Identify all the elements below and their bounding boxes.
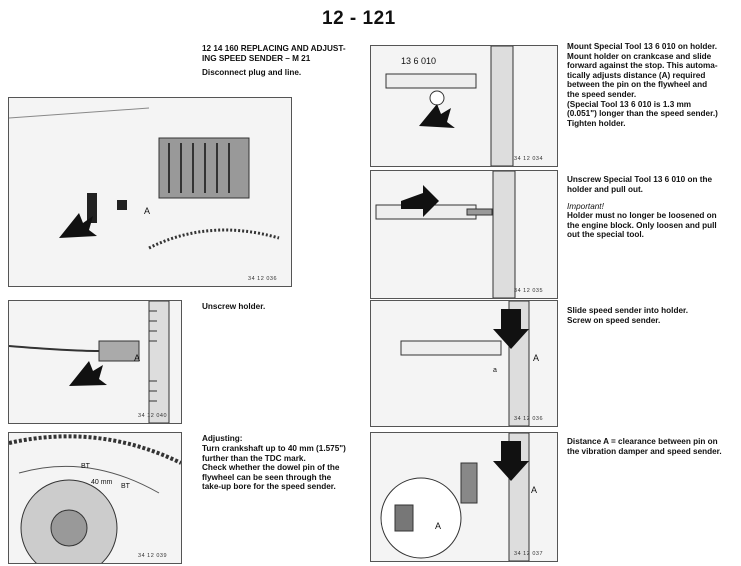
- figure-label: 40 mm: [91, 479, 113, 486]
- arrow-down-icon: [493, 441, 529, 481]
- arrow-icon: [401, 185, 439, 217]
- figure-distance-a: A A 34 12 037: [370, 432, 558, 562]
- step-distance-a: Distance A = clearance between pin on th…: [567, 437, 722, 456]
- figure-number: 34 12 034: [514, 156, 543, 162]
- step-unscrew-tool: Unscrew Special Tool 13 6 010 on the hol…: [567, 175, 712, 194]
- holder-illustration: [9, 301, 170, 423]
- page-title: 12 - 121: [322, 8, 396, 29]
- figure-label: A: [144, 206, 151, 216]
- figure-engine-overview: A 34 12 036: [8, 97, 292, 287]
- figure-mount-tool: 13 6 010 34 12 034: [370, 45, 558, 167]
- figure-slide-sender: A a 34 12 036: [370, 300, 558, 427]
- pulley-illustration: [9, 434, 181, 563]
- figure-label: A: [435, 521, 442, 531]
- step-disconnect: Disconnect plug and line.: [202, 68, 302, 77]
- figure-label: A: [533, 353, 540, 363]
- figure-label: A: [531, 485, 538, 495]
- figure-label: a: [493, 367, 497, 374]
- important-label-text: Important!: [567, 202, 604, 211]
- figure-number: 34 12 036: [514, 416, 543, 422]
- figure-crankshaft: BT 40 mm BT 34 12 039: [8, 432, 182, 564]
- distance-illustration: [380, 433, 530, 561]
- step-mount-tool: Mount Special Tool 13 6 010 on holder. M…: [567, 42, 718, 128]
- arrow-icon: [59, 213, 97, 238]
- figure-label: BT: [121, 483, 130, 490]
- figure-holder: A 34 12 040: [8, 300, 182, 424]
- figure-label: 13 6 010: [401, 56, 437, 66]
- arrow-down-icon: [493, 309, 529, 349]
- figure-number: 34 12 035: [514, 288, 543, 294]
- section-heading: 12 14 160 REPLACING AND ADJUST- ING SPEE…: [202, 44, 346, 63]
- engine-illustration: [9, 107, 280, 250]
- arrow-icon: [69, 361, 107, 386]
- step-adjusting-heading: Adjusting:: [202, 434, 243, 443]
- important-label: Important!: [567, 202, 604, 212]
- tool-illustration: [385, 46, 514, 166]
- figure-unscrew-tool: 34 12 035: [370, 170, 558, 299]
- figure-number: 34 12 036: [248, 276, 277, 282]
- important-text: Holder must no longer be loosened on the…: [567, 211, 717, 240]
- sender-illustration: [400, 301, 530, 426]
- arrow-icon: [419, 104, 455, 128]
- figure-number: 34 12 037: [514, 551, 543, 557]
- figure-label: A: [134, 353, 141, 363]
- figure-number: 34 12 039: [138, 553, 167, 559]
- step-slide-sender: Slide speed sender into holder. Screw on…: [567, 306, 689, 325]
- step-unscrew-holder: Unscrew holder.: [202, 302, 266, 311]
- step-adjusting: Turn crankshaft up to 40 mm (1.575") fur…: [202, 444, 346, 492]
- figure-label: BT: [81, 463, 90, 470]
- figure-number: 34 12 040: [138, 413, 167, 419]
- tool-illustration: [375, 171, 516, 298]
